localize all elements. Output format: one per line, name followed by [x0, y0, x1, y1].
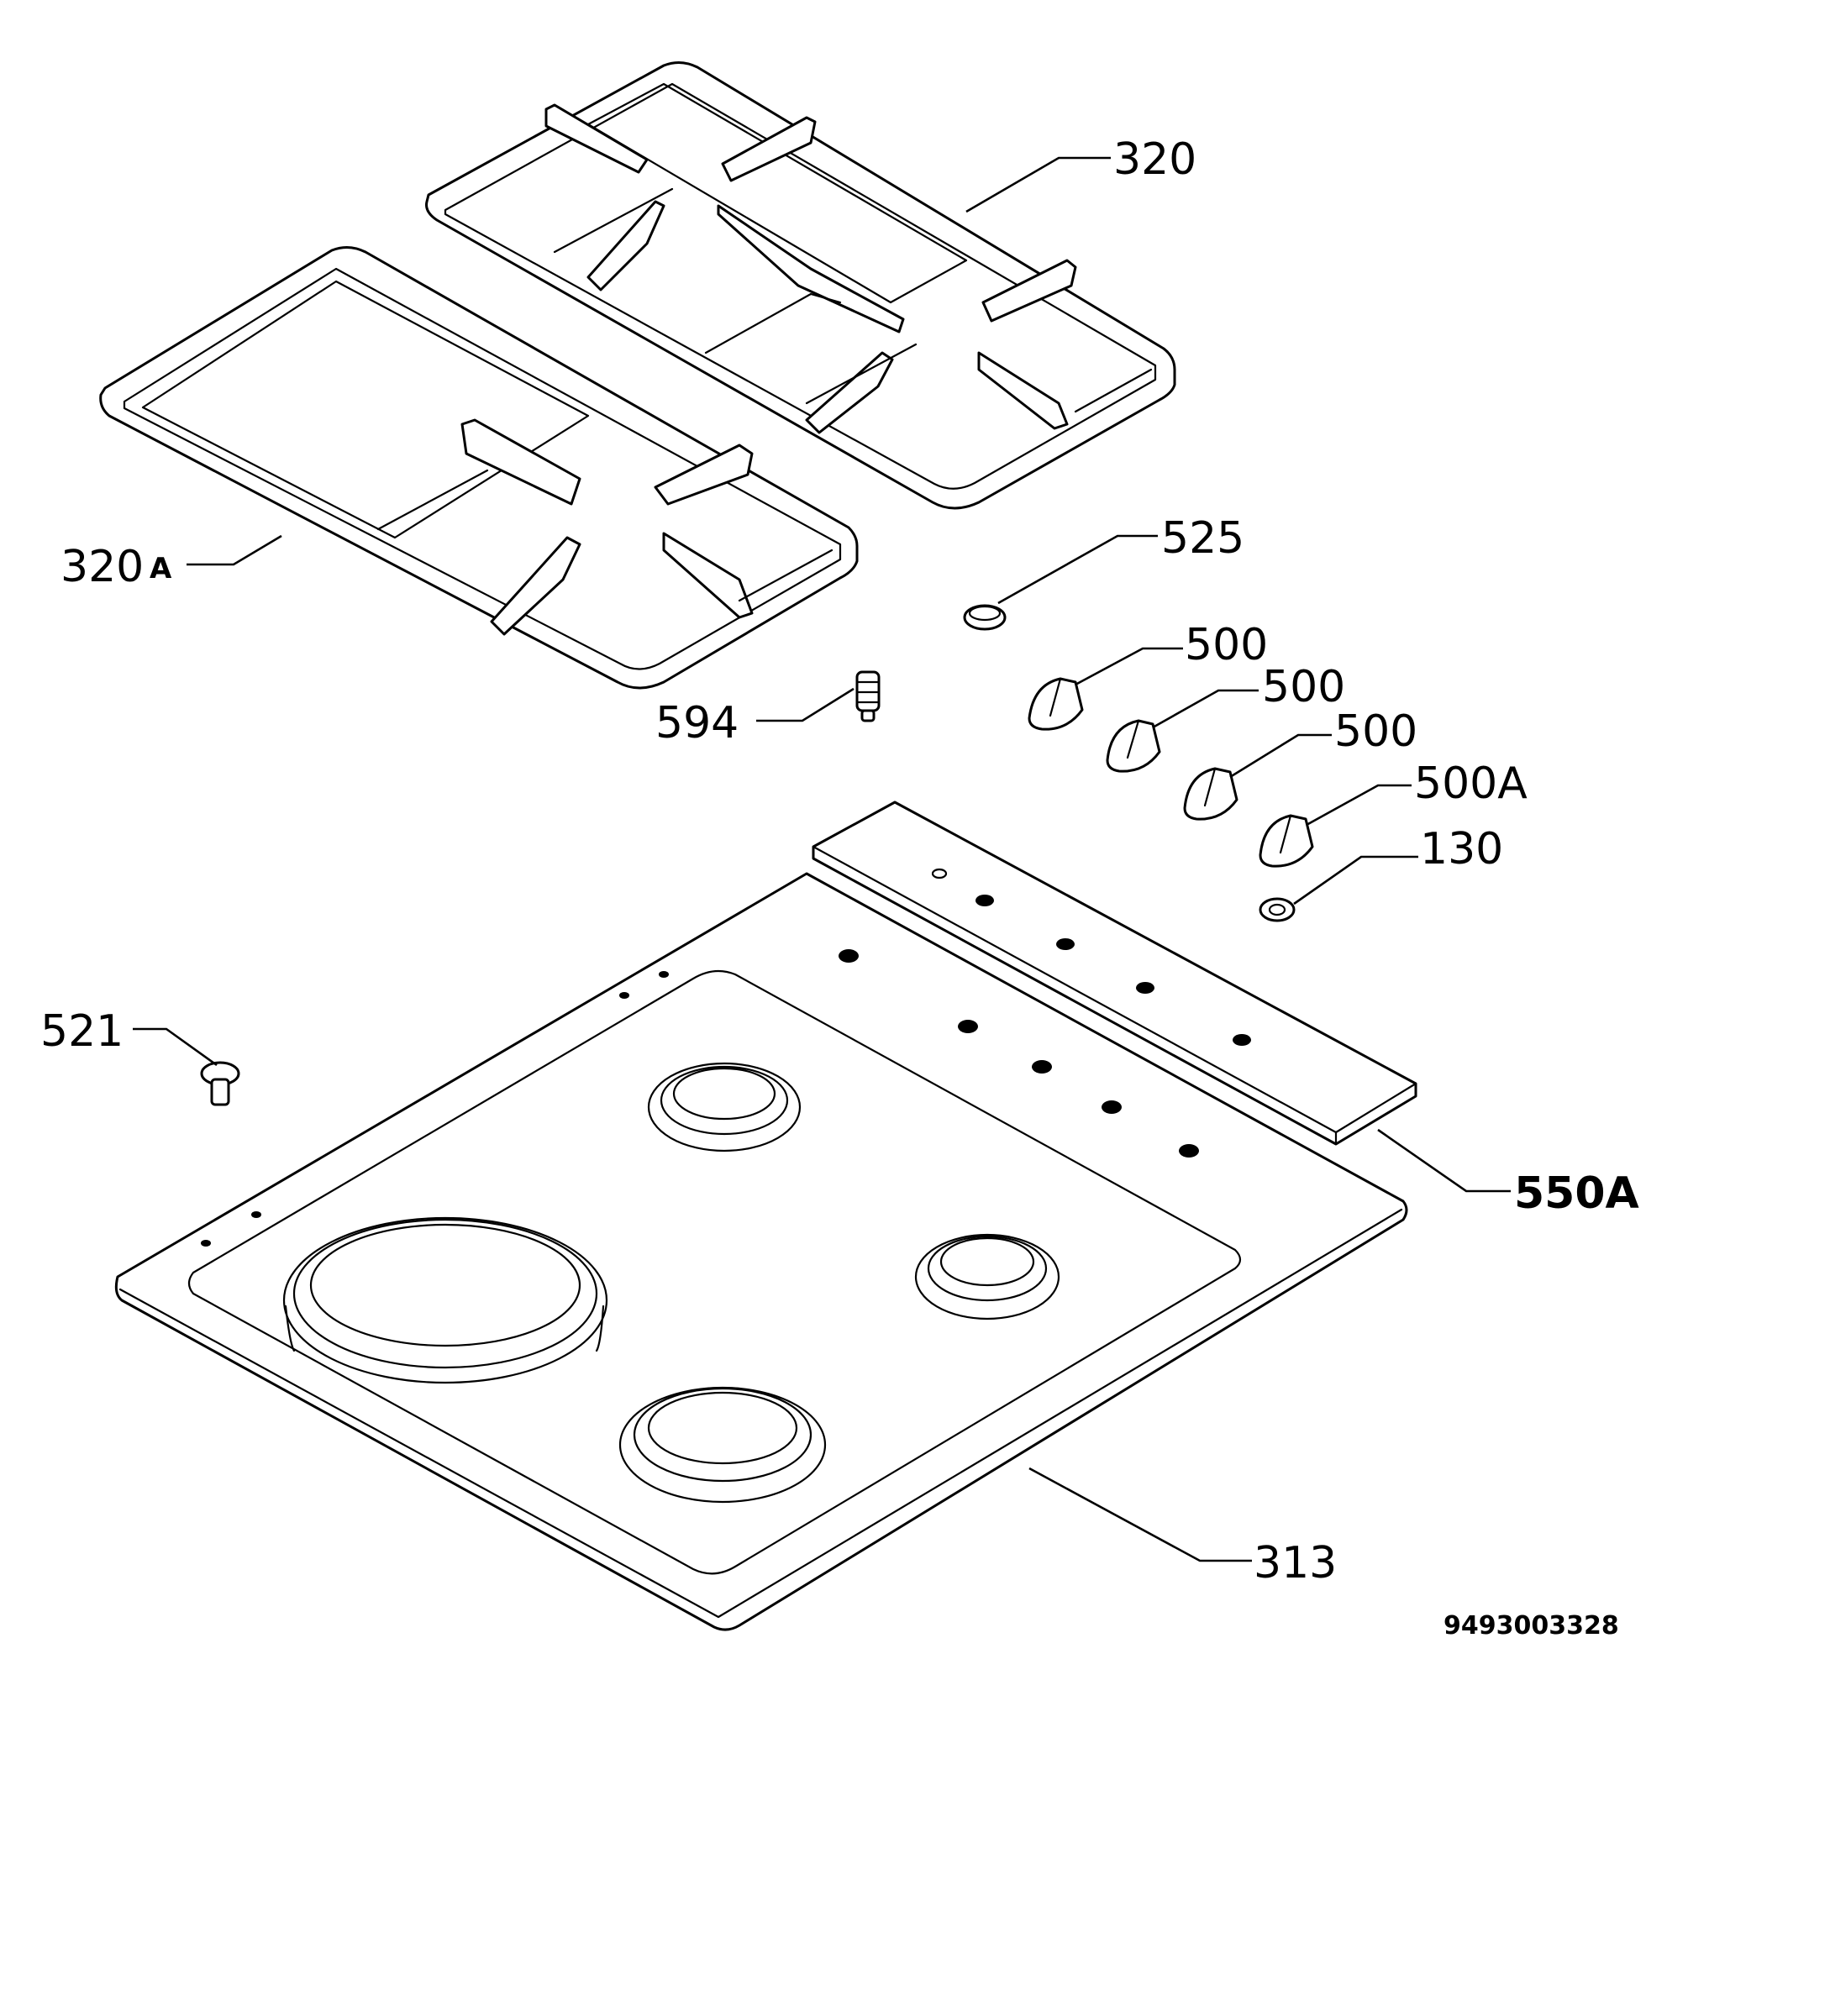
hob-top-313: [114, 872, 1408, 1631]
part-525-cap: [963, 604, 1007, 631]
part-500a-knob: [1259, 814, 1314, 868]
part-500-knob-1: [1028, 677, 1084, 731]
label-500-1: 500: [1185, 620, 1268, 670]
label-320a: 320: [60, 542, 144, 592]
part-130-washer: [1259, 897, 1296, 922]
label-130: 130: [1420, 824, 1503, 874]
label-320: 320: [1113, 134, 1196, 185]
pan-support-320a: [99, 246, 859, 690]
label-521: 521: [40, 1006, 124, 1057]
control-panel-550a: [812, 801, 1417, 1146]
part-521-screw: [200, 1061, 240, 1106]
label-594: 594: [655, 698, 739, 748]
leader-lines: [133, 156, 1511, 1562]
part-500-knob-2: [1106, 719, 1161, 773]
label-500a: 500A: [1414, 759, 1528, 809]
label-320a-suffix: A: [150, 552, 172, 585]
part-594-injector: [855, 670, 881, 722]
label-500-3: 500: [1334, 706, 1417, 757]
label-313: 313: [1254, 1538, 1337, 1588]
label-550a: 550A: [1514, 1168, 1639, 1219]
part-500-knob-3: [1183, 767, 1238, 821]
document-id: 9493003328: [1443, 1611, 1619, 1641]
label-500-2: 500: [1262, 662, 1345, 712]
label-525: 525: [1161, 513, 1244, 564]
pan-support-320: [425, 61, 1176, 510]
